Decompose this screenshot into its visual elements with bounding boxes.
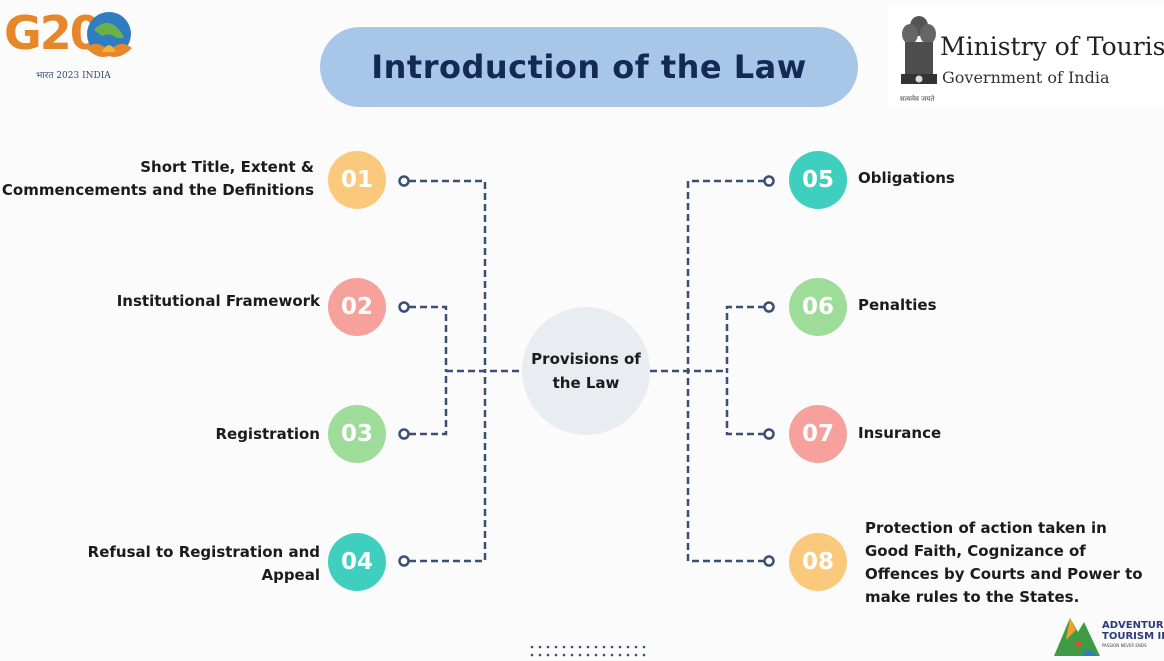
adventure-logo-line1: ADVENTURE [1102,620,1164,631]
node-dot-05 [763,175,775,187]
globe-lotus-icon [86,12,132,57]
adventure-tourism-logo: ADVENTURE TOURISM INDIA PASSION NEVER EN… [1052,608,1164,660]
center-label: Provisions of the Law [531,350,641,392]
item-04-number: 04 [328,533,386,591]
item-08-number: 08 [789,533,847,591]
item-07-label: Insurance [858,424,942,442]
item-05-number: 05 [789,151,847,209]
g20-logo-text: G20 [4,6,102,60]
g20-logo: G20 भारत 2023 INDIA [2,6,142,84]
item-06-number: 06 [789,278,847,336]
g20-logo-subtitle: भारत 2023 INDIA [36,71,111,81]
item-04-label: Refusal to Registration and Appeal [87,543,320,584]
ministry-subtitle: Government of India [942,68,1110,87]
title-banner: Introduction of the Law [320,27,858,107]
connector-03 [409,371,448,436]
item-03-number: 03 [328,405,386,463]
node-dot-01 [398,175,410,187]
mountain-icon [1054,618,1100,656]
adventure-logo-line2: TOURISM INDIA [1102,631,1164,642]
connector-05 [686,179,765,371]
ministry-motto: सत्यमेव जयते [900,95,935,103]
connector-02 [409,305,448,371]
item-02-number: 02 [328,278,386,336]
item-07-number: 07 [789,405,847,463]
dotted-divider [530,645,646,657]
page-title: Introduction of the Law [371,48,807,86]
national-emblem-icon [901,16,937,84]
item-02-label: Institutional Framework [116,292,320,310]
item-01-label: Short Title, Extent & Commencements and … [1,158,314,199]
connector-06 [725,305,765,371]
item-03-label: Registration [215,425,320,443]
node-dot-02 [398,301,410,313]
node-dot-08 [763,555,775,567]
node-dot-07 [763,428,775,440]
node-dot-03 [398,428,410,440]
item-08-label: Protection of action taken in Good Faith… [865,519,1143,606]
ministry-logo: Ministry of Tourism Government of India … [888,6,1164,106]
connector-07 [725,371,765,436]
center-node: Provisions of the Law [522,307,650,435]
item-01-number: 01 [328,151,386,209]
ministry-title: Ministry of Tourism [940,32,1164,61]
node-dot-04 [398,555,410,567]
connector-01 [409,179,487,371]
node-dot-06 [763,301,775,313]
adventure-logo-text: ADVENTURE TOURISM INDIA [1102,620,1164,642]
item-05-label: Obligations [858,169,955,187]
adventure-logo-tagline: PASSION NEVER ENDS [1102,643,1147,648]
connector-04 [409,371,487,563]
connector-08 [686,371,765,563]
item-06-label: Penalties [858,296,937,314]
